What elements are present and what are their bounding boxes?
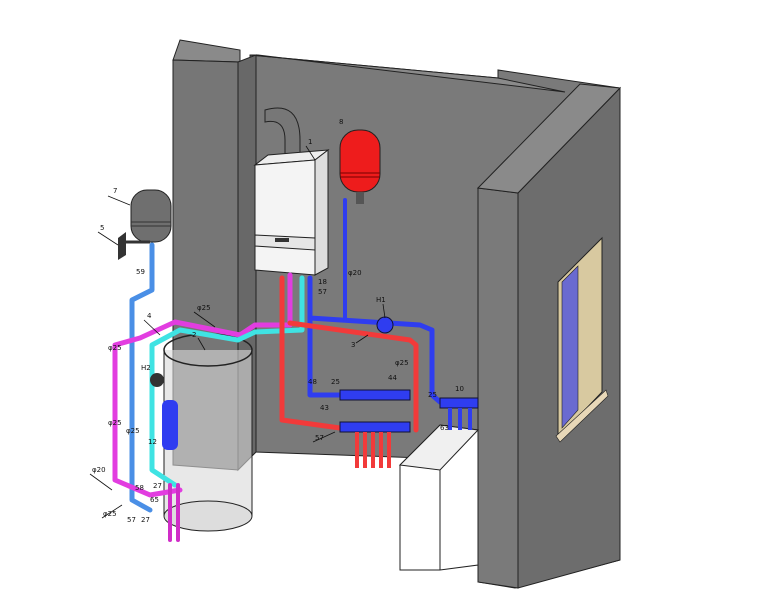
- label-58: 58: [135, 484, 144, 492]
- label-27a: 27: [153, 482, 162, 490]
- label-44: 44: [388, 374, 397, 382]
- label-d25-left2: φ25: [108, 419, 122, 427]
- boiler-return-pipe: [149, 275, 305, 488]
- label-59: 59: [136, 268, 145, 276]
- window: [555, 236, 609, 443]
- label-57-bot: 57: [127, 516, 136, 524]
- window-sill: [555, 389, 609, 443]
- label-65: 65: [150, 496, 159, 504]
- label-manifold-small: 10: [455, 385, 464, 393]
- label-63: 63: [440, 424, 449, 432]
- label-exp-tank-dhw: 7: [113, 187, 117, 195]
- label-boiler: 1: [308, 138, 312, 146]
- label-48: 48: [308, 378, 317, 386]
- heating-supply-pipe: [279, 275, 343, 431]
- label-57-mid: 57: [315, 434, 324, 442]
- right-wall-top: [476, 83, 622, 194]
- label-bracket: 5: [100, 224, 104, 232]
- label-27b: 27: [141, 516, 150, 524]
- heating-return-branch: [307, 315, 343, 398]
- pillar-top: [172, 39, 241, 63]
- expansion-tank-dhw: [118, 189, 172, 260]
- heating-supply-main: [287, 320, 419, 433]
- label-25a: 25: [331, 378, 340, 386]
- label-18: 18: [318, 278, 327, 286]
- label-exp-tank-heat: 8: [339, 118, 343, 126]
- label-tank: 2: [192, 331, 196, 339]
- label-d25-right: φ25: [395, 359, 409, 367]
- cold-pipe: [129, 242, 155, 513]
- label-valve3: 3: [351, 341, 355, 349]
- label-43: 43: [320, 404, 329, 412]
- label-valve4: 4: [147, 312, 152, 320]
- callout-labels: 1 8 7 5 59 4 φ25 2 φ25 H2 φ25 φ25 12 φ20…: [89, 118, 464, 524]
- pipes: [112, 198, 443, 542]
- label-d25-top: φ25: [197, 304, 211, 312]
- label-57-top: 57: [318, 288, 327, 296]
- expansion-tank-heating: [339, 129, 381, 204]
- label-pump-h2: H2: [141, 364, 151, 372]
- cabinet: [398, 424, 480, 571]
- label-d25-left3: φ25: [126, 427, 140, 435]
- manifolds: [150, 316, 479, 468]
- window-glass: [561, 265, 579, 429]
- label-d25-bot: φ25: [103, 510, 117, 518]
- label-filter: 12: [148, 438, 157, 446]
- label-d20-right: φ20: [348, 269, 362, 277]
- label-d20-left: φ20: [92, 466, 106, 474]
- label-d25-left1: φ25: [108, 344, 122, 352]
- label-25b: 25: [428, 391, 437, 399]
- right-wall-front: [477, 187, 519, 589]
- label-pump-h1: H1: [376, 296, 386, 304]
- boiler: [253, 107, 330, 276]
- heating-return-pipe: [307, 275, 443, 405]
- boiler-supply-pipe: [112, 272, 293, 498]
